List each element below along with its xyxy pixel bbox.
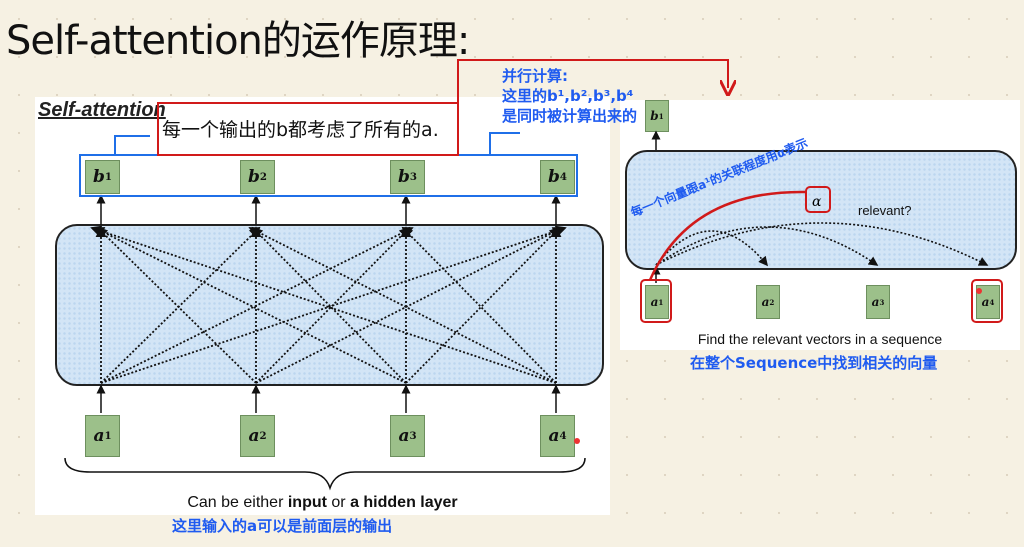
vector-superscript: 4	[559, 430, 567, 442]
vector-superscript: 3	[409, 430, 417, 442]
left-slide: Self-attention Can be either input or a …	[35, 97, 610, 515]
vector-base: a	[548, 426, 560, 446]
annotation-find-relevant: 在整个Sequence中找到相关的向量	[690, 354, 938, 372]
vector-superscript: 4	[559, 171, 567, 183]
attention-arrow	[93, 227, 407, 384]
relevance-arc	[655, 230, 769, 267]
self-attention-layer	[55, 224, 604, 386]
vector-base: b	[93, 167, 105, 187]
attention-arrow	[401, 226, 557, 384]
vector-base: b	[548, 167, 560, 187]
vector-superscript: 4	[989, 297, 995, 307]
vector-base: a	[981, 295, 990, 309]
vector-superscript: 1	[104, 430, 112, 442]
vector-superscript: 1	[104, 171, 112, 183]
vector-superscript: 1	[658, 297, 664, 307]
annotation-each-output: 每一个输出的b都考虑了所有的a.	[162, 119, 439, 141]
caption-bold-input: input	[287, 494, 327, 511]
red-arrow	[457, 59, 728, 103]
vector-base: a	[248, 426, 260, 446]
page-title: Self-attention的运作原理:	[6, 18, 470, 64]
caption: Can be either input or a hidden layer	[35, 494, 610, 512]
annotation-line: 是同时被计算出来的	[502, 107, 638, 125]
alpha-label: α	[812, 194, 822, 210]
vector-base: b	[398, 167, 410, 187]
vector-superscript: 2	[769, 297, 775, 307]
relevance-arc	[655, 222, 989, 266]
attention-arrow	[96, 226, 257, 384]
vector-base: a	[871, 295, 880, 309]
annotation-line: 并行计算:	[502, 67, 568, 85]
vector-superscript: 3	[409, 171, 417, 183]
input-brace	[64, 457, 586, 491]
annotation-parallel: 并行计算: 这里的b¹,b²,b³,b⁴ 是同时被计算出来的	[502, 66, 637, 126]
attention-arrow	[90, 225, 557, 384]
vector-base: b	[650, 109, 659, 123]
attention-arrow	[255, 226, 411, 384]
vector-base: a	[93, 426, 105, 446]
vector-base: b	[248, 167, 260, 187]
caption-bold-hidden: a hidden layer	[350, 494, 458, 511]
self-attention-layer	[625, 150, 1017, 270]
vector-superscript: 2	[259, 171, 267, 183]
each-output-highlight	[157, 102, 459, 156]
vector-base: a	[650, 295, 659, 309]
annotation-input-note: 这里输入的a可以是前面层的输出	[172, 517, 393, 535]
caption-text: or	[326, 494, 351, 511]
relevant-label: relevant?	[858, 203, 912, 218]
attention-arrow	[100, 226, 261, 384]
attention-arrow	[255, 227, 564, 384]
vector-superscript: 2	[259, 430, 267, 442]
vector-base: a	[398, 426, 410, 446]
caption: Find the relevant vectors in a sequence	[697, 331, 943, 347]
caption-text: Can be either	[187, 494, 288, 511]
slide-title: Self-attention	[38, 99, 166, 121]
vector-superscript: 3	[879, 297, 885, 307]
right-slide: relevant? α Find the relevant vectors in…	[620, 100, 1020, 350]
relevance-arc	[655, 226, 879, 266]
annotation-line: 这里的b¹,b²,b³,b⁴	[502, 87, 634, 105]
vector-base: a	[761, 295, 770, 309]
attention-arrow	[251, 226, 407, 384]
attention-arrow	[248, 227, 557, 384]
vector-superscript: 1	[658, 111, 664, 121]
attention-arrow	[405, 226, 561, 384]
outputs-highlight	[79, 154, 578, 197]
